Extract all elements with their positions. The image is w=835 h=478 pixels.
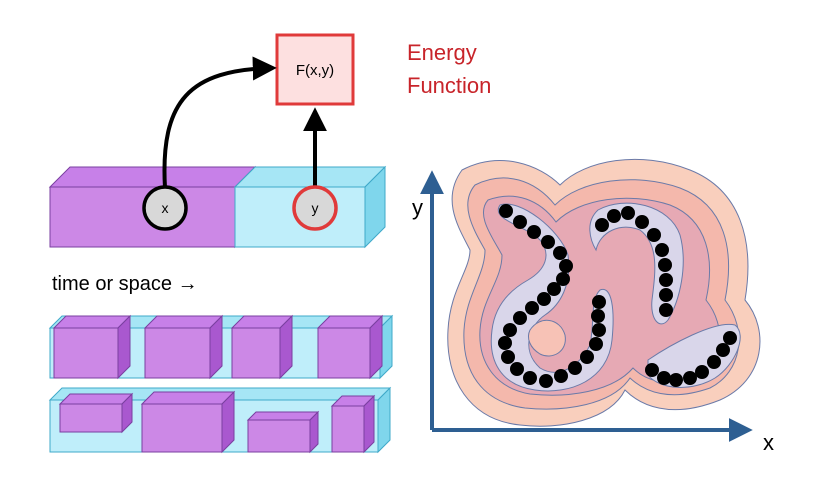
data-point: [645, 363, 659, 377]
data-point: [499, 204, 513, 218]
data-point: [592, 323, 606, 337]
data-point: [657, 371, 671, 385]
energy-box-label: F(x,y): [296, 62, 334, 79]
y-node-label: y: [312, 200, 319, 216]
data-point: [723, 331, 737, 345]
data-point: [553, 246, 567, 260]
data-point: [503, 323, 517, 337]
sequence-bar-middle: [48, 314, 394, 380]
energy-title-line1: Energy: [407, 40, 477, 65]
data-point: [669, 373, 683, 387]
data-point: [537, 292, 551, 306]
data-point: [695, 365, 709, 379]
data-point: [655, 243, 669, 257]
arrow-x-to-energy: [162, 56, 277, 189]
y-axis-label: y: [412, 195, 423, 220]
data-point: [498, 336, 512, 350]
time-or-space-label: time or space →: [52, 273, 198, 295]
data-point: [525, 301, 539, 315]
energy-title-line2: Function: [407, 73, 491, 98]
x-node: x: [142, 185, 188, 231]
data-point: [547, 282, 561, 296]
data-point: [716, 343, 730, 357]
data-point: [621, 206, 635, 220]
data-point: [527, 225, 541, 239]
data-point: [591, 309, 605, 323]
data-point: [580, 350, 594, 364]
valley-right-bottom: [647, 323, 741, 388]
data-point: [658, 258, 672, 272]
data-point: [595, 218, 609, 232]
data-point: [659, 288, 673, 302]
data-point: [510, 362, 524, 376]
data-point: [523, 371, 537, 385]
data-point: [513, 215, 527, 229]
data-point: [707, 355, 721, 369]
data-point: [659, 303, 673, 317]
contour-island: [527, 320, 566, 357]
data-point: [501, 350, 515, 364]
energy-landscape: [447, 158, 761, 427]
energy-function-box: F(x,y): [275, 33, 355, 106]
data-point: [541, 235, 555, 249]
sequence-bar-bottom: [48, 386, 392, 454]
data-points: [498, 204, 737, 388]
data-point: [592, 295, 606, 309]
data-point: [683, 371, 697, 385]
data-point: [559, 259, 573, 273]
data-point: [647, 228, 661, 242]
data-point: [554, 369, 568, 383]
data-point: [607, 209, 621, 223]
x-node-label: x: [162, 200, 169, 216]
y-node: y: [292, 185, 338, 231]
x-axis-label: x: [763, 430, 774, 455]
data-point: [556, 272, 570, 286]
data-point: [513, 311, 527, 325]
data-point: [589, 337, 603, 351]
data-point: [635, 215, 649, 229]
data-point: [568, 361, 582, 375]
data-point: [539, 374, 553, 388]
data-point: [659, 273, 673, 287]
valley-left: [490, 203, 614, 392]
